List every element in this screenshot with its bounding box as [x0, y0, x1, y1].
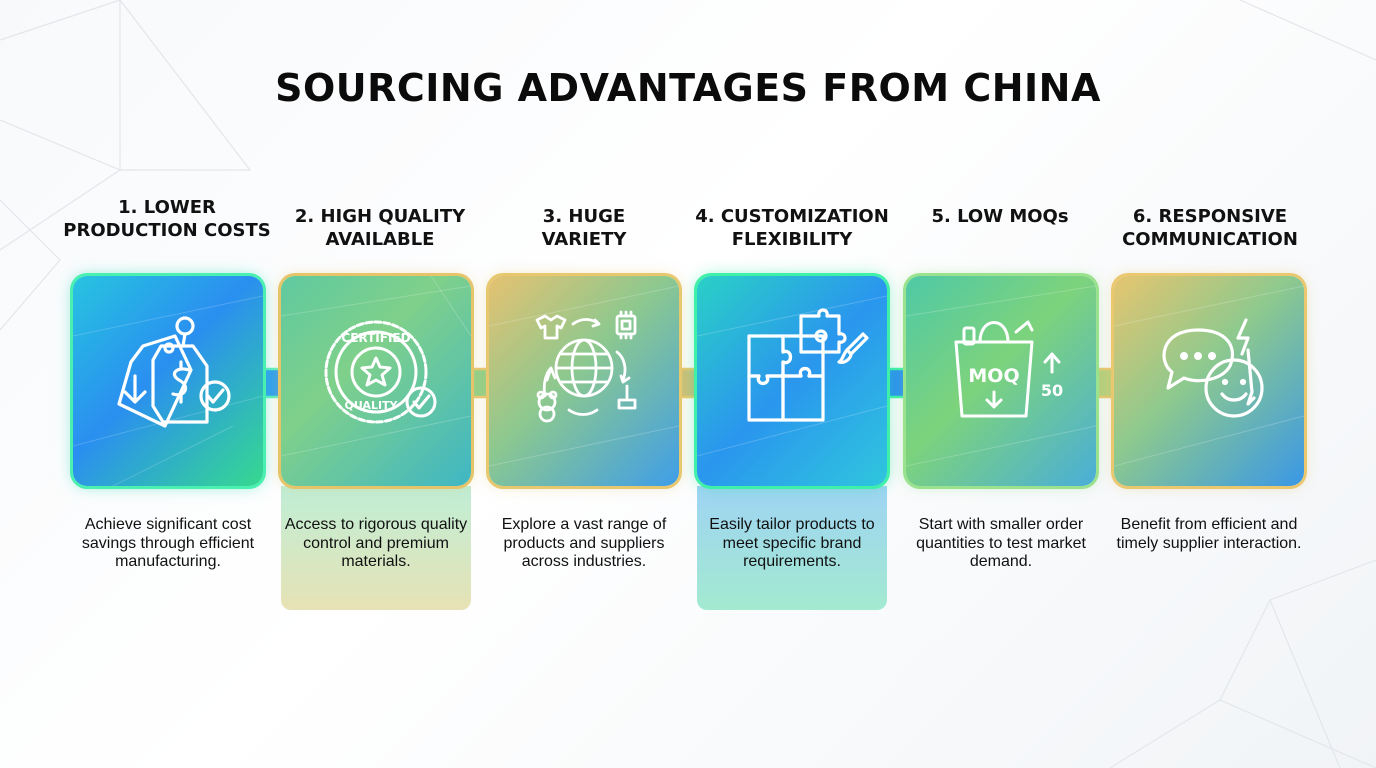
step-4-description: Easily tailor products to meet specific … — [709, 516, 875, 570]
certified-label: CERTIFIED — [341, 331, 410, 345]
step-1-tile — [73, 276, 263, 486]
step-1-heading: 1. LOWER PRODUCTION COSTS — [63, 197, 271, 241]
step-5-tile: MOQ 50 — [906, 276, 1096, 486]
step-5-description: Start with smaller order quantities to t… — [916, 516, 1086, 570]
puzzle-customize-icon — [697, 295, 887, 457]
step-6-description: Benefit from efficient and timely suppli… — [1116, 516, 1302, 552]
step-6-heading: 6. RESPONSIVE COMMUNICATION — [1122, 206, 1298, 250]
step-1-description: Achieve significant cost savings through… — [81, 516, 255, 570]
chat-bubbles-icon — [1114, 285, 1304, 467]
step-2-tile: CERTIFIED QUALITY — [281, 276, 471, 486]
step-5-heading: 5. LOW MOQs — [931, 206, 1069, 227]
quality-label: QUALITY — [344, 399, 398, 412]
price-tag-savings-icon — [73, 295, 263, 486]
moq-label: MOQ — [968, 365, 1019, 387]
step-4-tile — [697, 276, 887, 486]
step-3-heading: 3. HUGE VARIETY — [541, 206, 627, 250]
step-3-tile — [489, 276, 679, 486]
step-4-heading: 4. CUSTOMIZATION FLEXIBILITY — [695, 206, 889, 250]
step-3-description: Explore a vast range of products and sup… — [501, 516, 667, 570]
step-2-description: Access to rigorous quality control and p… — [284, 516, 468, 570]
step-2-description-panel — [281, 486, 471, 610]
step-2-heading: 2. HIGH QUALITY AVAILABLE — [294, 206, 466, 250]
globe-products-icon — [489, 285, 679, 467]
page-title: SOURCING ADVANTAGES FROM CHINA — [275, 66, 1101, 110]
step-6-tile — [1114, 276, 1304, 486]
certified-quality-seal-icon: CERTIFIED QUALITY — [281, 276, 471, 457]
quantity-label: 50 — [1041, 381, 1063, 400]
step-4-description-panel — [697, 486, 887, 610]
moq-bag-icon: MOQ 50 — [906, 285, 1096, 467]
